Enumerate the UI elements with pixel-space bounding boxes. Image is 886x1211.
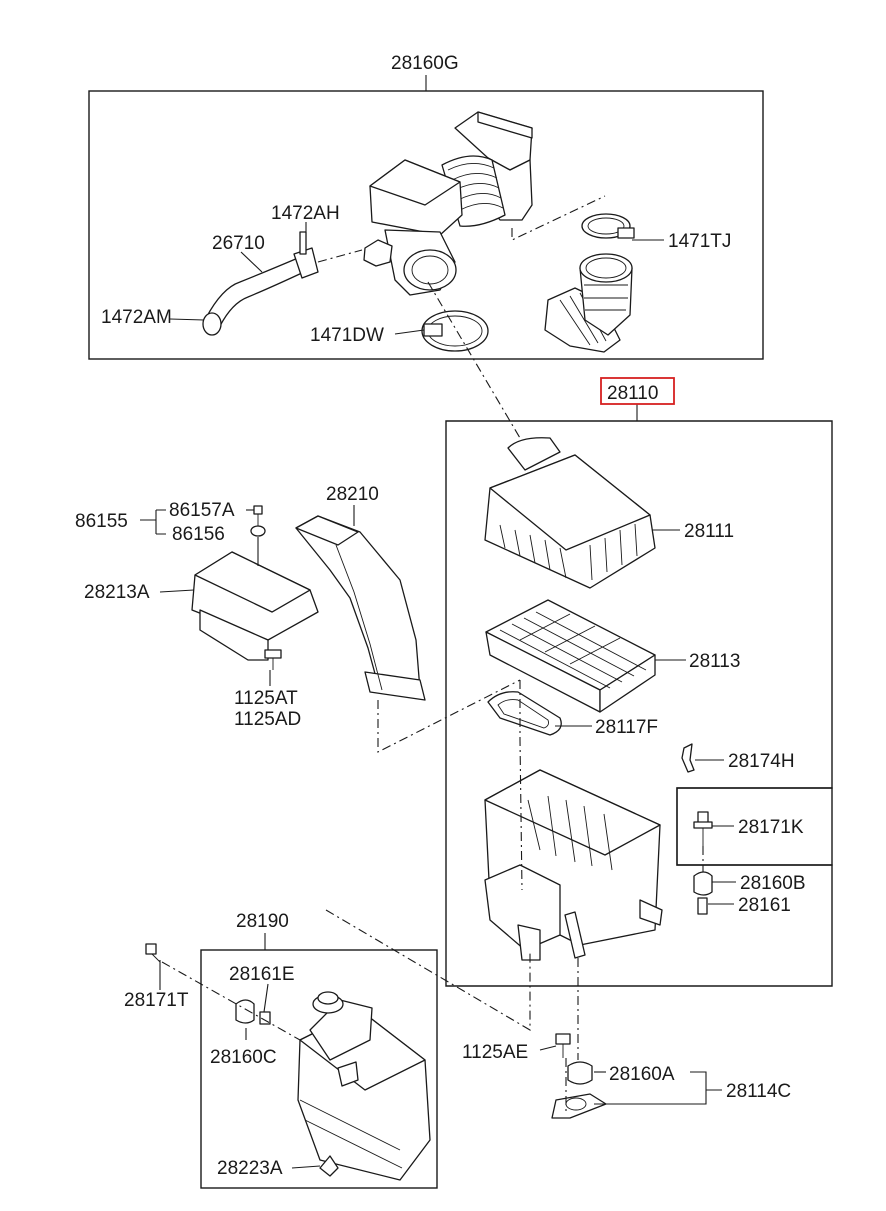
label-28110: 28110	[607, 383, 658, 404]
bolt-28171K-part	[693, 811, 713, 848]
air-cleaner-cover-part	[484, 437, 656, 589]
bracket-28114C-part	[551, 1093, 607, 1119]
grommet-28160A-part	[567, 1061, 593, 1085]
hose-clamp-1471TJ-part	[581, 213, 635, 239]
highlight-box-28110	[600, 377, 675, 405]
air-guide-28213A-part	[191, 551, 319, 661]
bolt-1125AT-part	[264, 649, 282, 670]
label-28161: 28161	[738, 895, 791, 916]
label-28117F: 28117F	[595, 717, 658, 738]
label-1472AM: 1472AM	[101, 307, 172, 328]
air-intake-duct-part	[363, 111, 533, 296]
label-28160A: 28160A	[609, 1064, 675, 1085]
hose-clamp-1471DW-part	[421, 310, 489, 352]
air-cleaner-body-part	[484, 769, 663, 961]
clip-28174H-part	[681, 743, 695, 773]
resonator-28190-part	[297, 991, 431, 1181]
label-28174H: 28174H	[728, 751, 795, 772]
grommet-28160C-part	[235, 999, 255, 1024]
clip-28223A-part	[319, 1155, 339, 1177]
bolt-28171T-part	[145, 943, 161, 963]
collar-28161E-part	[259, 1011, 271, 1025]
label-1125AE: 1125AE	[462, 1042, 528, 1063]
label-28171T: 28171T	[124, 990, 189, 1011]
label-1471TJ: 1471TJ	[668, 231, 731, 252]
label-1472AH: 1472AH	[271, 203, 340, 224]
label-28171K: 28171K	[738, 817, 804, 838]
label-28213A: 28213A	[84, 582, 150, 603]
label-28114C: 28114C	[726, 1081, 791, 1102]
label-1125AT: 1125AT	[234, 688, 298, 709]
label-28210: 28210	[326, 484, 379, 505]
label-1471DW: 1471DW	[310, 325, 384, 346]
label-28111: 28111	[684, 521, 734, 542]
bolt-1125AE-part	[555, 1033, 571, 1058]
label-28160G: 28160G	[391, 53, 459, 74]
grommet-28160B-part	[693, 871, 713, 896]
clip-86156-part	[250, 525, 266, 537]
label-26710: 26710	[212, 233, 265, 254]
label-28160C: 28160C	[210, 1047, 277, 1068]
label-28223A: 28223A	[217, 1158, 283, 1179]
flex-intake-hose-part	[544, 253, 633, 353]
label-28160B: 28160B	[740, 873, 806, 894]
group-box-28171K	[676, 787, 833, 866]
air-duct-28210-part	[295, 515, 426, 701]
label-1125AD: 1125AD	[234, 709, 301, 730]
label-86156: 86156	[172, 524, 225, 545]
filter-seal-part	[487, 691, 562, 736]
air-filter-element-part	[485, 599, 656, 713]
label-86155: 86155	[75, 511, 128, 532]
breather-hose-part	[202, 231, 319, 336]
label-28190: 28190	[236, 911, 289, 932]
group-box-28190	[200, 949, 438, 1189]
collar-28161-part	[697, 897, 708, 915]
label-28161E: 28161E	[229, 964, 295, 985]
label-86157A: 86157A	[169, 500, 235, 521]
label-28113: 28113	[689, 651, 740, 672]
screw-86157A-part	[253, 505, 263, 526]
